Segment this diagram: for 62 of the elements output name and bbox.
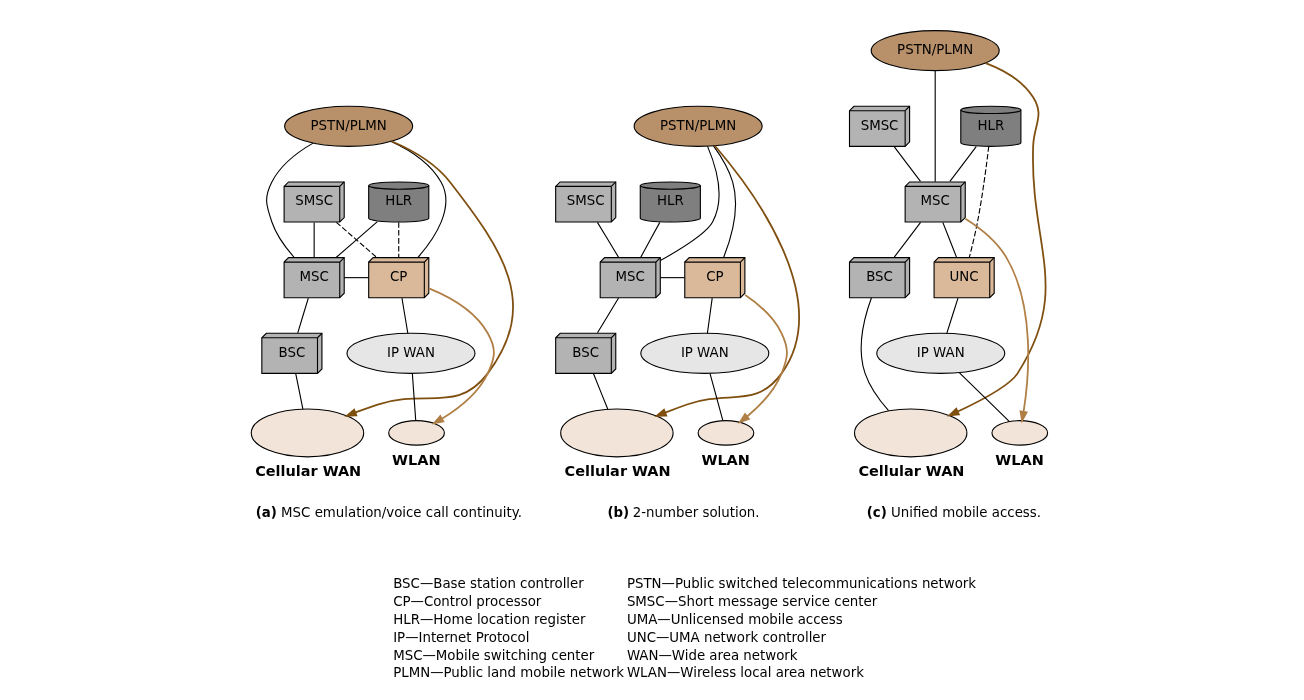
connector	[968, 145, 989, 259]
label: PLMN—Public land mobile network	[392, 665, 624, 681]
node-ellipse: PSTN/PLMN	[283, 105, 413, 147]
node-label: WLAN	[391, 451, 440, 468]
node-ellipse: PSTN/PLMN	[633, 105, 763, 147]
connector	[400, 297, 408, 334]
arrow	[343, 140, 514, 417]
label: WAN—Wide area network	[626, 647, 798, 663]
connector	[709, 373, 723, 421]
connector	[596, 297, 619, 334]
connector	[941, 221, 957, 258]
node-ellipse	[387, 420, 445, 446]
connector	[893, 221, 921, 258]
connector	[958, 372, 1010, 422]
node-ellipse	[697, 420, 754, 446]
connector	[934, 70, 936, 183]
connector	[313, 221, 315, 258]
connector	[296, 297, 309, 334]
label: WLAN—Wireless local area network	[626, 665, 864, 681]
connector	[592, 373, 608, 410]
connector	[659, 145, 719, 262]
connector	[639, 221, 660, 258]
arrow	[427, 287, 495, 425]
node-label: Cellular WAN	[857, 463, 964, 480]
connector	[893, 146, 921, 182]
node-ellipse: IP WAN	[345, 332, 476, 374]
label: (b) 2-number solution.	[606, 505, 760, 521]
connector	[659, 277, 685, 279]
connector	[712, 145, 736, 258]
connector	[948, 146, 977, 182]
label: MSC—Mobile switching center	[392, 647, 594, 663]
arrow	[946, 62, 1046, 417]
arrow	[653, 144, 800, 417]
node-label: Cellular WAN	[254, 463, 361, 480]
node-ellipse: PSTN/PLMN	[870, 30, 1000, 72]
node-ellipse	[990, 420, 1048, 446]
connector	[411, 373, 416, 421]
node-label: WLAN	[994, 451, 1044, 468]
label: SMSC—Short message service center	[626, 594, 877, 610]
connector	[945, 297, 959, 334]
label: IP—Internet Protocol	[392, 629, 529, 645]
arrow	[964, 217, 1029, 424]
node-ellipse: IP WAN	[639, 332, 769, 374]
node-label: WLAN	[700, 451, 750, 468]
connector	[294, 373, 303, 410]
label: (a) MSC emulation/voice call continuity.	[255, 505, 522, 521]
label: PSTN—Public switched telecommunications network	[626, 576, 976, 592]
connector	[265, 142, 314, 258]
label: CP—Control processor	[392, 594, 541, 610]
node-label: Cellular WAN	[564, 463, 671, 480]
connector	[706, 297, 713, 334]
connector	[860, 297, 889, 412]
node-ellipse: IP WAN	[875, 332, 1005, 374]
label: UNC—UMA network controller	[626, 629, 826, 645]
label: (c) Unified mobile access.	[866, 505, 1041, 521]
connector	[397, 221, 399, 258]
arrow	[737, 294, 788, 424]
label: UMA—Unlicensed mobile access	[626, 611, 843, 627]
label: BSC—Base station controller	[392, 576, 584, 592]
connector	[343, 277, 369, 279]
connector	[596, 221, 619, 258]
label: HLR—Home location register	[392, 611, 586, 627]
